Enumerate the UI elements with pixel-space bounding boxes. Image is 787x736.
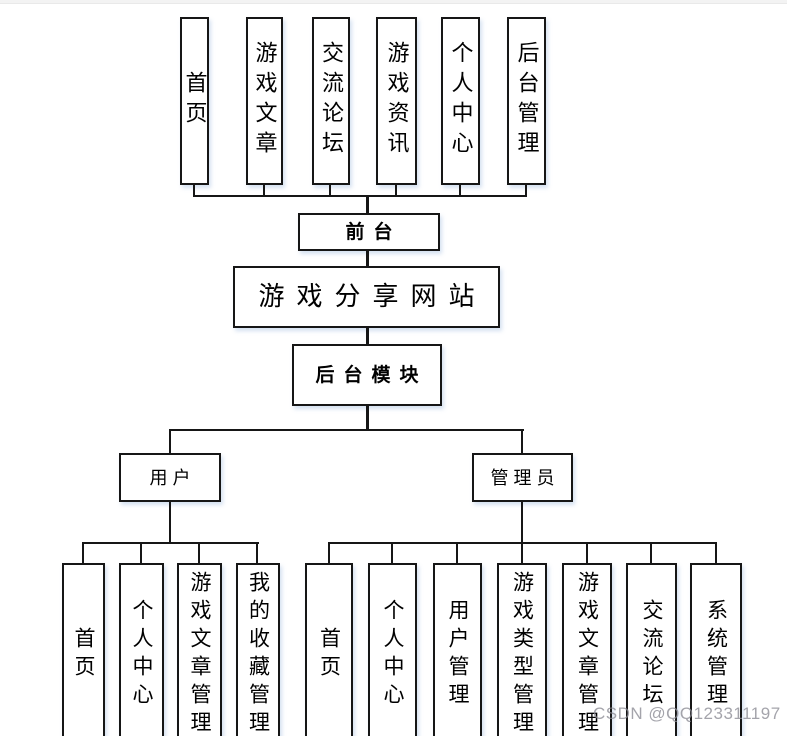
connector-front-to-root — [366, 251, 369, 266]
connector-stub-admin-5 — [586, 542, 588, 564]
connector-bus-to-front-node — [366, 195, 369, 213]
user-module-favorites-mgmt: 我的收藏管理 — [236, 563, 280, 736]
connector-stub-front-5 — [459, 184, 461, 196]
connector-stub-front-1 — [193, 184, 195, 196]
connector-bus-to-user — [169, 429, 171, 453]
connector-back-to-bus — [366, 406, 369, 430]
connector-front-bus — [193, 195, 527, 197]
front-module-game-news: 游戏资讯 — [376, 17, 417, 185]
front-module-forum: 交流论坛 — [312, 17, 350, 185]
connector-stub-admin-7 — [715, 542, 717, 564]
site-root-node: 游戏分享网站 — [233, 266, 500, 328]
front-module-home: 首页 — [180, 17, 209, 185]
page-top-strip — [0, 0, 787, 4]
connector-root-to-back — [366, 328, 369, 344]
connector-stub-front-2 — [263, 184, 265, 196]
admin-module-game-type-mgmt: 游戏类型管理 — [497, 563, 547, 736]
user-module-personal-center: 个人中心 — [119, 563, 164, 736]
admin-module-system-mgmt: 系统管理 — [690, 563, 742, 736]
front-module-personal-center: 个人中心 — [441, 17, 480, 185]
connector-stub-admin-1 — [328, 542, 330, 564]
user-node: 用户 — [119, 453, 221, 502]
connector-stub-admin-2 — [391, 542, 393, 564]
backend-module-node: 后台模块 — [292, 344, 442, 406]
connector-user-bus — [82, 542, 259, 544]
admin-module-forum: 交流论坛 — [626, 563, 677, 736]
connector-roles-bus — [169, 429, 524, 431]
connector-stub-user-4 — [256, 542, 258, 564]
connector-stub-front-4 — [395, 184, 397, 196]
user-module-game-article-mgmt: 游戏文章管理 — [177, 563, 222, 736]
csdn-watermark: CSDN @QQ123311197 — [593, 704, 781, 723]
front-module-game-articles: 游戏文章 — [246, 17, 283, 185]
connector-admin-to-bus — [521, 502, 523, 543]
user-module-home: 首页 — [62, 563, 105, 736]
connector-stub-admin-4 — [521, 542, 523, 564]
connector-stub-user-2 — [140, 542, 142, 564]
connector-stub-admin-3 — [456, 542, 458, 564]
connector-stub-user-3 — [198, 542, 200, 564]
connector-user-to-bus — [169, 502, 171, 543]
connector-stub-front-3 — [329, 184, 331, 196]
connector-stub-front-6 — [525, 184, 527, 196]
admin-module-user-mgmt: 用户管理 — [433, 563, 482, 736]
admin-node: 管理员 — [472, 453, 573, 502]
connector-stub-user-1 — [82, 542, 84, 564]
front-module-admin-panel: 后台管理 — [507, 17, 546, 185]
admin-module-home: 首页 — [305, 563, 353, 736]
connector-bus-to-admin — [521, 429, 523, 453]
admin-module-game-article-mgmt: 游戏文章管理 — [562, 563, 612, 736]
connector-stub-admin-6 — [650, 542, 652, 564]
front-node: 前台 — [298, 213, 440, 251]
admin-module-personal-center: 个人中心 — [368, 563, 417, 736]
